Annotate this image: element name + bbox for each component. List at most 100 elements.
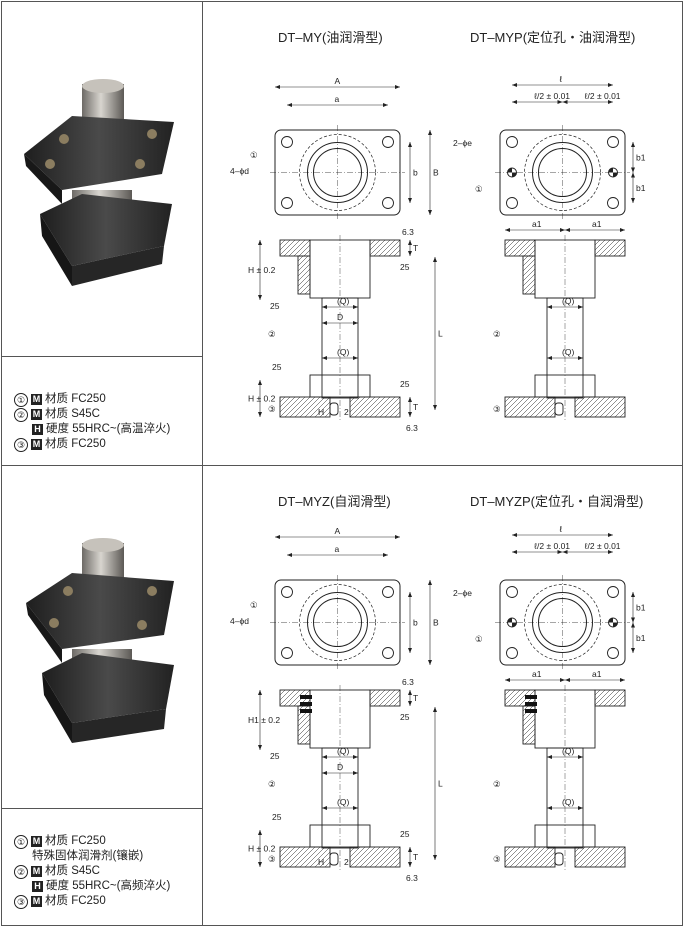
pin-slot (554, 852, 564, 866)
roughness-mark: 6.3 (402, 677, 414, 687)
hatch-line (379, 396, 401, 418)
part-callout: ② (493, 779, 501, 789)
upper-bushing-left (522, 255, 536, 295)
dimension-label: H (318, 407, 324, 417)
dimension-label: a1 (532, 669, 542, 679)
hatch-line (398, 704, 401, 707)
hatch-line (304, 396, 326, 418)
hatch-line (623, 254, 626, 257)
dimension-label: (Q) (562, 797, 574, 807)
upper-flange-left (279, 239, 311, 257)
hatch-line (594, 239, 601, 246)
lower-flange-right (574, 396, 626, 418)
hatch-line (529, 846, 551, 868)
hatch-line (504, 846, 511, 853)
title-dt-myp: DT–MYP(定位孔・油润滑型) (470, 30, 636, 45)
hatch-line (349, 396, 366, 413)
hole-callout: 2–ϕe (453, 138, 472, 148)
hatch-line (279, 689, 286, 696)
hatch-line (383, 689, 401, 707)
dimension-label: (Q) (562, 746, 574, 756)
bolt-hole (607, 647, 619, 659)
hatch-line (519, 846, 541, 868)
hatch-line (574, 396, 586, 408)
hatch-line (522, 713, 536, 727)
hatch-line (299, 396, 321, 418)
hatch-line (524, 846, 546, 868)
hatch-line (604, 396, 626, 418)
part-callout: ③ (493, 404, 501, 414)
dimension-label: H (318, 857, 324, 867)
roughness-mark: 25 (270, 301, 280, 311)
dimension-label: H1 ± 0.2 (248, 715, 280, 725)
hatch-line (279, 846, 286, 853)
hatch-line (599, 396, 621, 418)
hatch-line (374, 396, 396, 418)
dimension-label: (Q) (337, 797, 349, 807)
hatch-line (369, 689, 376, 696)
hatch-line (522, 263, 536, 277)
hatch-line (614, 856, 626, 868)
lower-flange-left (504, 846, 556, 868)
part-callout: ② (493, 329, 501, 339)
dimension-arrow (408, 847, 412, 867)
hatch-line (289, 846, 311, 868)
dimension-label: ℓ (559, 75, 563, 84)
hatch-line (594, 396, 616, 418)
bolt-hole (382, 647, 394, 659)
hatch-line (504, 396, 511, 403)
hatch-line (504, 239, 521, 256)
dimension-label: a (335, 94, 340, 104)
hatch-line (289, 396, 311, 418)
hatch-line (297, 273, 311, 287)
hatch-line (619, 411, 626, 418)
pin-slot (329, 402, 339, 416)
hatch-line (354, 396, 376, 418)
hatch-line (522, 705, 529, 712)
hatch-line (309, 396, 331, 418)
hatch-line (309, 846, 331, 868)
hatch-line (522, 255, 534, 267)
part-callout: ① (250, 600, 258, 610)
dimension-label: b1 (636, 633, 646, 643)
hatch-line (279, 396, 301, 418)
hatch-line (284, 846, 306, 868)
hatch-line (509, 396, 531, 418)
hatch-line (389, 406, 401, 418)
dimension-label: L (438, 329, 443, 339)
lower-bushing (534, 824, 596, 848)
bolt-hole (506, 586, 518, 598)
hatch-line (398, 254, 401, 257)
lower-flange-left (279, 846, 331, 868)
hatch-line (604, 846, 626, 868)
dimension-label: T (413, 852, 418, 862)
hatch-line (522, 723, 536, 737)
hatch-line (354, 846, 376, 868)
hatch-line (524, 396, 546, 418)
hatch-line (579, 846, 601, 868)
hatch-line (294, 846, 316, 868)
hatch-line (574, 846, 581, 853)
hatch-line (279, 239, 296, 256)
hatch-line (504, 396, 516, 408)
lubricant-plug (525, 695, 537, 699)
hatch-line (584, 396, 606, 418)
hatch-line (549, 861, 556, 868)
roughness-mark: 25 (400, 379, 410, 389)
bolt-hole (281, 197, 293, 209)
hatch-line (297, 278, 311, 292)
dimension-label: (Q) (337, 347, 349, 357)
hatch-line (384, 851, 401, 868)
hatch-line (504, 846, 521, 863)
bushing-circle-dashed (299, 134, 376, 211)
dimension-label: ℓ (559, 525, 563, 534)
hatch-line (349, 846, 366, 863)
hatch-line (393, 249, 401, 257)
hatch-border (279, 239, 311, 257)
hatch-line (544, 406, 556, 418)
hatch-line (379, 846, 401, 868)
hatch-line (589, 846, 611, 868)
roughness-mark: 25 (400, 262, 410, 272)
